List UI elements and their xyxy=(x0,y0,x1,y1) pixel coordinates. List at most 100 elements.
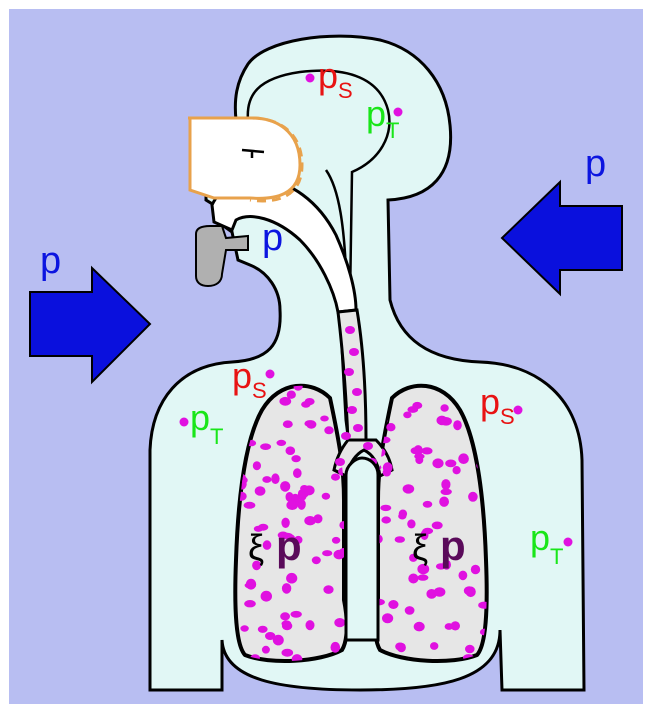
chest-right-s-dot xyxy=(514,406,523,415)
left-lung-dot xyxy=(282,583,291,594)
chest-left-t-dot xyxy=(180,418,189,427)
left-lung-dot xyxy=(273,635,284,646)
right-lung-dot xyxy=(395,536,405,543)
trachea-dot xyxy=(335,458,345,466)
left-lung-dot xyxy=(334,618,345,627)
left-lung-dot xyxy=(258,626,268,633)
right-lung-dot xyxy=(380,505,391,511)
right-lung-dot xyxy=(430,642,438,650)
left-lung-dot xyxy=(314,514,323,523)
left-lung-dot xyxy=(279,397,291,406)
diving-mask-icon xyxy=(188,118,300,198)
left-lung-dot xyxy=(332,537,340,544)
right-lung-dot xyxy=(421,447,432,454)
left-lung-dot xyxy=(286,500,298,510)
right-lung-dot xyxy=(382,613,393,623)
left-lung-dot xyxy=(322,550,332,556)
trachea-dot xyxy=(345,326,355,334)
right-lung-dot xyxy=(453,420,462,430)
right-lung-dot xyxy=(445,460,456,468)
right-lung-dot xyxy=(405,606,415,615)
left-lung-dot xyxy=(244,600,256,607)
right-lung-dot xyxy=(440,417,452,426)
right-lung-dot xyxy=(471,565,480,575)
trachea-dot xyxy=(363,442,373,450)
left-lung-dot xyxy=(262,476,271,483)
right-lung-dot xyxy=(403,484,415,493)
right-lung-dot xyxy=(441,489,452,495)
right-lung-dot xyxy=(432,458,443,468)
right-lung-xi: ξ xyxy=(412,527,428,568)
left-lung-dot xyxy=(312,556,321,564)
right-lung-dot xyxy=(464,586,475,595)
right-lung-dot xyxy=(386,423,395,431)
right-lung-dot xyxy=(439,497,449,507)
trachea-dot xyxy=(353,424,363,432)
left-lung-dot xyxy=(277,440,287,446)
left-lung-p: p xyxy=(276,522,302,569)
left-lung-dot xyxy=(286,573,297,584)
left-lung-dot xyxy=(246,579,256,590)
left-lung-dot xyxy=(322,493,330,500)
trachea-dot xyxy=(347,406,357,414)
right-lung-dot xyxy=(395,643,404,651)
right-lung-dot xyxy=(445,623,454,630)
right-lung-dot xyxy=(468,492,478,502)
chest-left-s-dot xyxy=(266,370,275,379)
left-lung-dot xyxy=(280,481,290,492)
trachea-dot xyxy=(352,388,362,396)
left-lung-dot xyxy=(324,426,333,434)
left-lung-dot xyxy=(280,612,290,620)
left-lung-dot xyxy=(301,401,311,408)
right-lung-dot xyxy=(423,501,433,508)
left-lung-dot xyxy=(304,420,315,427)
left-lung-dot xyxy=(240,625,248,631)
left-lung-dot xyxy=(291,611,302,618)
left-lung-dot xyxy=(244,502,256,509)
head-t-dot xyxy=(394,108,403,117)
left-lung-dot xyxy=(262,646,270,654)
mediastinum-gap xyxy=(346,458,378,640)
right-lung-dot xyxy=(453,466,461,474)
right-lung-dot xyxy=(383,462,393,473)
left-lung-dot xyxy=(320,416,329,422)
trachea-dot xyxy=(344,368,354,376)
left-lung-dot xyxy=(283,420,293,428)
left-lung-dot xyxy=(282,649,294,657)
airway-pressure-label: p xyxy=(262,217,283,259)
right-lung-dot xyxy=(459,571,468,581)
left-lung-dot xyxy=(286,446,296,455)
right-lung-dot xyxy=(440,404,448,412)
right-lung-dot xyxy=(441,479,450,490)
chest-right-t-dot xyxy=(564,538,573,547)
left-lung-dot xyxy=(282,620,292,626)
trachea-dot xyxy=(341,432,351,440)
head-s-dot xyxy=(306,74,315,83)
right-lung-dot xyxy=(465,645,475,654)
right-lung-p: p xyxy=(440,522,466,569)
right-lung-dot xyxy=(414,453,424,459)
right-lung-dot xyxy=(403,412,411,419)
left-lung-dot xyxy=(260,443,271,450)
left-lung-dot xyxy=(300,485,308,492)
left-lung-dot xyxy=(253,461,261,470)
left-lung-dot xyxy=(291,455,300,462)
right-lung-dot xyxy=(458,453,469,464)
ambient-pressure-left-label: p xyxy=(40,240,61,282)
right-lung-dot xyxy=(381,516,391,523)
ambient-pressure-right-label: p xyxy=(585,143,606,185)
left-lung-dot xyxy=(323,585,333,594)
left-lung-dot xyxy=(331,474,340,481)
right-lung-dot xyxy=(388,600,398,609)
right-lung-dot xyxy=(414,622,425,632)
right-lung-dot xyxy=(434,587,446,597)
left-lung-dot xyxy=(306,620,315,630)
left-lung-xi: ξ xyxy=(248,527,264,568)
right-lung-dot xyxy=(408,574,418,584)
trachea-dot xyxy=(349,348,359,356)
right-lung-dot xyxy=(417,574,428,580)
left-lung-dot xyxy=(293,468,302,478)
right-lung-dot xyxy=(398,513,406,520)
